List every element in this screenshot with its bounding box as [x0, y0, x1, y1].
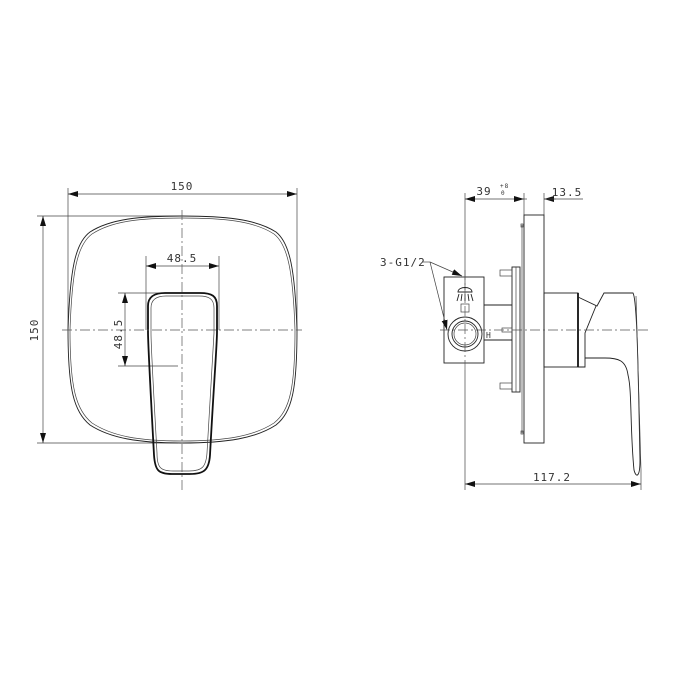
dimension-overall-depth: 117.2	[464, 370, 642, 490]
front-view: 150 150 48.5 48.5	[28, 180, 302, 490]
dim-text-handle-y: 48.5	[112, 319, 125, 350]
dim-text-height: 150	[28, 319, 41, 342]
hot-symbol: H	[486, 331, 492, 340]
wall-plate	[523, 214, 545, 444]
dimension-height-150: 150	[28, 215, 182, 444]
side-view: 39 +8 0 13.5	[380, 183, 650, 490]
dimension-plate-thickness: 13.5	[524, 186, 583, 215]
inlet-label: 3-G1/2	[380, 256, 463, 331]
inlet-block	[443, 276, 485, 364]
lever-handle-outline	[147, 292, 218, 475]
dimension-body-depth: 39 +8 0	[464, 183, 525, 290]
dim-text-body-depth: 39	[476, 185, 491, 198]
dim-text-width: 150	[171, 180, 194, 193]
cover-plate-outline	[67, 215, 298, 444]
dim-tolerance-lower: 0	[501, 190, 506, 197]
dim-text-overall-depth: 117.2	[533, 471, 571, 484]
side-lever-handle	[577, 292, 641, 476]
dim-text-handle-x: 48.5	[167, 252, 198, 265]
dimension-width-150: 150	[67, 180, 298, 330]
shower-symbol-icon	[456, 287, 474, 302]
dim-tolerance-upper: +8	[500, 183, 509, 190]
dimension-handle-x: 48.5	[145, 252, 220, 330]
inlet-label-text: 3-G1/2	[380, 256, 426, 269]
dim-text-plate-thickness: 13.5	[552, 186, 583, 199]
dimension-handle-y: 48.5	[112, 292, 182, 367]
